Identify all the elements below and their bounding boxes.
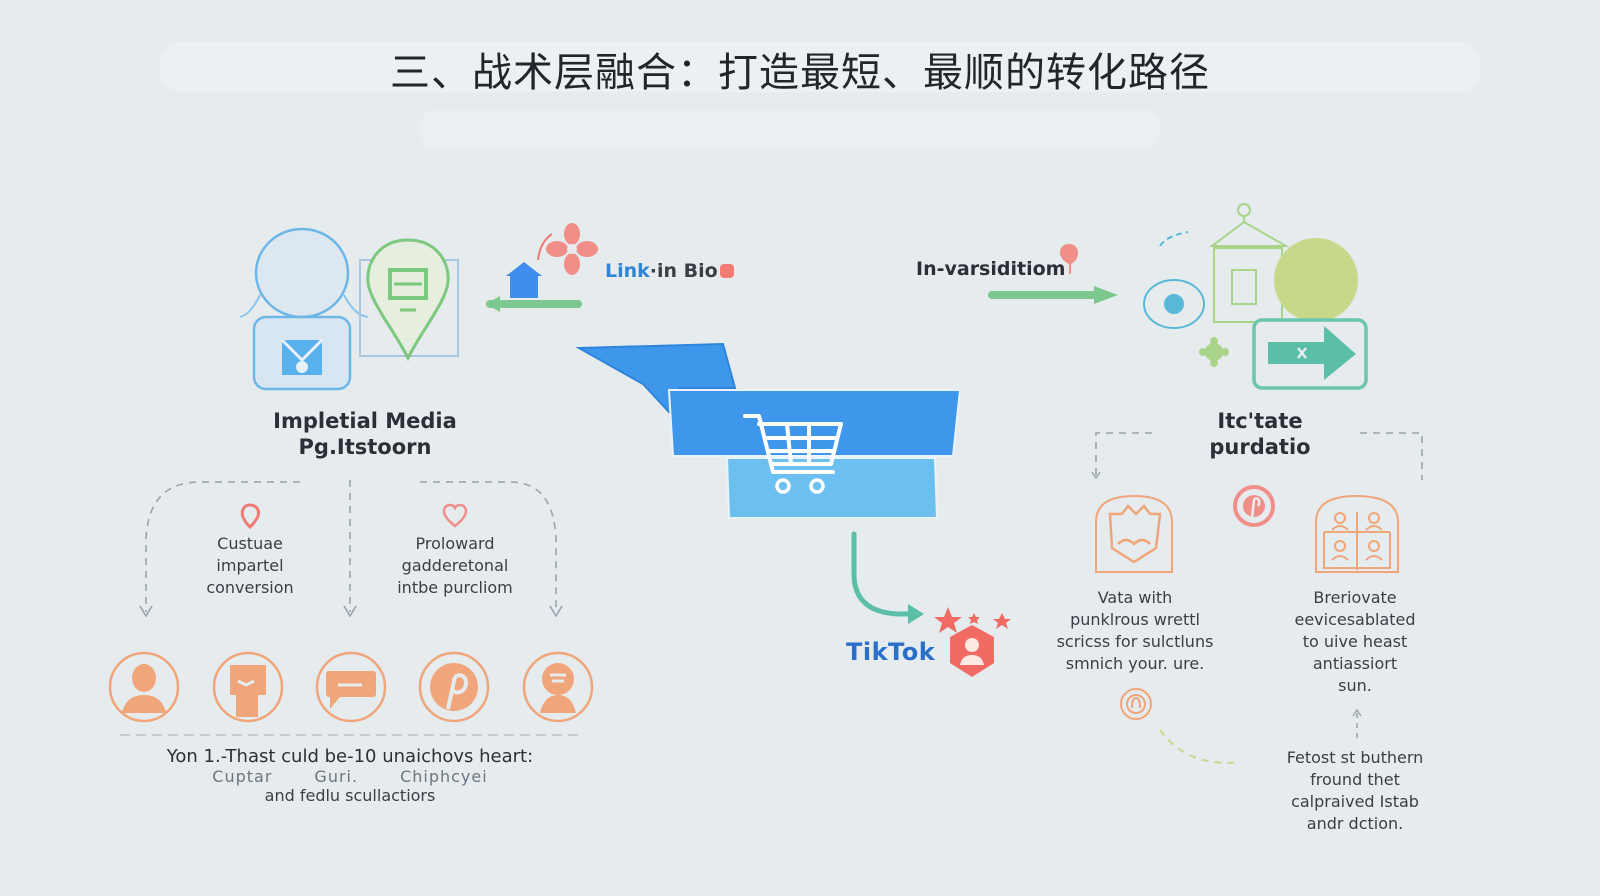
left-divider	[120, 734, 580, 736]
spiral-connector	[1120, 688, 1241, 764]
right-dashed-connectors	[1091, 432, 1423, 480]
up-arrow	[1352, 708, 1362, 738]
left-dashed-connectors	[139, 480, 563, 618]
left-branch-2: Proloward gadderetonal intbe purcliom	[370, 503, 540, 599]
location-pin-icon	[359, 238, 459, 362]
link-in-bio-graphic	[486, 223, 598, 312]
gear-icon	[1199, 337, 1229, 367]
pinterest-icon	[430, 663, 478, 711]
spiral-icon	[1120, 688, 1152, 720]
left-footer-items: Cuptar Guri. Chiphcyei	[212, 767, 488, 786]
invarsiditiom-label: In-varsiditiom	[916, 258, 1066, 280]
left-heading-line2: Pg.Itstoorn	[298, 435, 432, 459]
subtitle-backdrop	[420, 110, 1160, 150]
refresh-cycle-icon	[1143, 231, 1205, 329]
left-branch-2-text: Proloward gadderetonal intbe purcliom	[397, 534, 513, 597]
badge-icon	[719, 264, 734, 278]
heart-icon	[442, 503, 468, 528]
house-icon	[506, 262, 542, 298]
right-illustration	[1143, 203, 1368, 390]
face-icon	[230, 665, 266, 717]
chat-icon	[326, 671, 376, 709]
shopping-cart-laptop-icon	[575, 342, 962, 519]
profile-icon	[122, 664, 166, 713]
right-bottom-note: Fetost st buthern fround thet calpraived…	[1286, 748, 1424, 833]
page-title: 三、战术层融合：打造最短、最顺的转化路径	[390, 50, 1210, 96]
social-icon-row	[108, 651, 594, 723]
user-hexagon-icon	[950, 625, 994, 677]
title-backdrop	[160, 42, 1480, 92]
link-in-bio-label: Link·in Bio	[605, 260, 734, 282]
pinterest-badge-icon	[1233, 485, 1275, 527]
balloon-icon	[1060, 244, 1078, 274]
right-heading-line2: purdatio	[1209, 435, 1311, 459]
green-arrow-right	[988, 286, 1118, 304]
star-icon	[934, 607, 1011, 633]
left-footer-sub: and fedlu scullactiors	[264, 786, 436, 805]
person-icon	[239, 227, 369, 391]
left-footer-main: Yon 1.-Thast culd be-10 unaichovs heart:	[166, 746, 534, 767]
right-heading-line1: Itc'tate	[1217, 409, 1303, 433]
pin-icon	[240, 503, 260, 530]
shield-icon	[1095, 494, 1173, 573]
tiktok-arrow	[851, 531, 924, 624]
left-heading-line1: Impletial Media	[273, 409, 457, 433]
left-branch-1-text: Custuae impartel conversion	[206, 534, 294, 597]
left-section-heading: Impletial Media Pg.Itstoorn	[230, 408, 500, 460]
left-footer: Yon 1.-Thast culd be-10 unaichovs heart:…	[120, 746, 580, 805]
right-column-2-text: Breriovate eevicesablated to uive heast …	[1294, 588, 1416, 695]
right-section-heading: Itc'tate purdatio	[1160, 408, 1360, 460]
left-media-illustration	[239, 225, 470, 395]
team-grid-icon	[1315, 494, 1399, 573]
left-branch-1: Custuae impartel conversion	[180, 503, 320, 599]
tiktok-label: TikTok	[846, 638, 936, 666]
avatar-icon	[540, 663, 576, 713]
tiktok-badge	[934, 607, 1011, 677]
right-column-1-text: Vata with punklrous wrettl scricss for s…	[1056, 588, 1214, 673]
hanger-shop-icon	[1209, 203, 1290, 323]
flower-icon	[546, 223, 598, 275]
arrow-board-icon	[1252, 318, 1368, 390]
